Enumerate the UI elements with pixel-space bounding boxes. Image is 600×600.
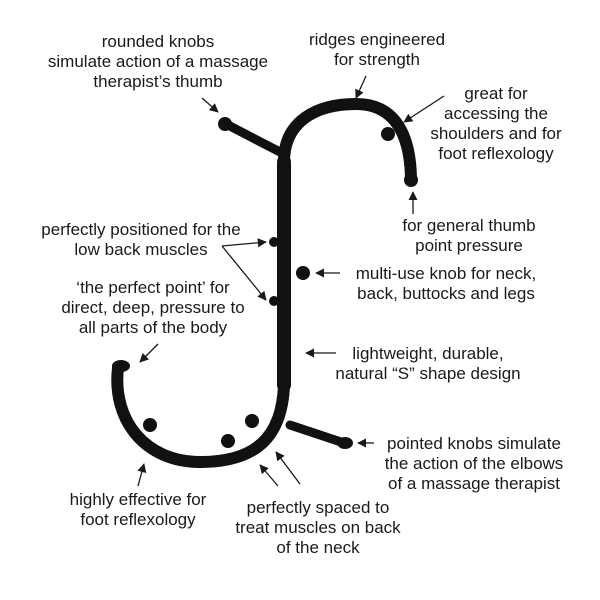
arrow-perfect-point [139, 343, 159, 363]
upper-arm [221, 119, 285, 157]
knob-upper-arm-end [218, 117, 232, 131]
label-line: therapist’s thumb [93, 72, 223, 91]
label-line: pointed knobs simulate [387, 434, 561, 453]
label-neck-spacing: perfectly spaced to treat muscles on bac… [226, 498, 410, 558]
knob-shaft-upper-left [269, 237, 279, 247]
s-shaped-massage-tool [111, 97, 417, 469]
label-line: perfectly positioned for the [41, 220, 241, 239]
arrow-shoulders [403, 95, 445, 123]
label-line: highly effective for [69, 490, 207, 509]
label-line: for strength [334, 50, 420, 69]
arrow-low-back-1 [221, 238, 267, 248]
label-line: the action of the elbows [384, 454, 564, 473]
arrow-rounded-knobs [201, 97, 219, 113]
knob-lower-arm-end [337, 437, 353, 449]
knob-lower-hook-tip [112, 360, 130, 372]
label-line: of the neck [276, 538, 360, 557]
label-line: all parts of the body [78, 318, 228, 337]
label-line: natural “S” shape design [335, 364, 521, 383]
knob-lower-hook-3 [245, 414, 259, 428]
label-line: shoulders and for [430, 124, 562, 143]
label-shoulders: great for accessing the shoulders and fo… [420, 84, 572, 164]
upper-hook [278, 97, 417, 184]
label-low-back: perfectly positioned for the low back mu… [28, 220, 254, 260]
label-thumb-point: for general thumb point pressure [394, 216, 544, 256]
label-line: simulate action of a massage [47, 52, 269, 71]
label-line: lightweight, durable, [352, 344, 504, 363]
arrow-foot-reflexology [137, 463, 147, 487]
label-perfect-point: ‘the perfect point’ for direct, deep, pr… [50, 278, 256, 338]
label-line: perfectly spaced to [246, 498, 390, 517]
label-pointed-knobs: pointed knobs simulate the action of the… [374, 434, 574, 494]
arrow-neck-spacing-2 [275, 451, 301, 485]
callout-arrows [137, 75, 445, 487]
label-line: treat muscles on back [235, 518, 401, 537]
knob-shaft-lower-left [269, 296, 279, 306]
label-line: foot reflexology [80, 510, 196, 529]
knob-lower-hook-2 [221, 434, 235, 448]
label-line: ‘the perfect point’ for [76, 278, 230, 297]
label-line: rounded knobs [101, 32, 215, 51]
arrow-low-back-2 [221, 245, 267, 301]
label-line: direct, deep, pressure to [61, 298, 245, 317]
knob-upper-hook-inner [381, 127, 395, 141]
label-multi-use: multi-use knob for neck, back, buttocks … [344, 264, 548, 304]
label-lightweight: lightweight, durable, natural “S” shape … [330, 344, 526, 384]
label-line: great for [464, 84, 528, 103]
knob-lower-hook-1 [143, 418, 157, 432]
tool-knobs [112, 117, 418, 449]
label-foot-reflexology: highly effective for foot reflexology [58, 490, 218, 530]
knob-shaft-multi-use [296, 266, 310, 280]
label-line: of a massage therapist [388, 474, 560, 493]
lower-hook [111, 362, 290, 469]
label-line: accessing the [444, 104, 548, 123]
label-line: for general thumb [402, 216, 536, 235]
label-line: ridges engineered [308, 30, 446, 49]
label-rounded-knobs: rounded knobs simulate action of a massa… [40, 32, 276, 92]
label-line: foot reflexology [438, 144, 554, 163]
lower-arm [285, 420, 349, 448]
arrow-neck-spacing-1 [259, 464, 279, 487]
label-ridges: ridges engineered for strength [302, 30, 452, 70]
label-line: multi-use knob for neck, [355, 264, 537, 283]
label-line: point pressure [415, 236, 523, 255]
label-line: back, buttocks and legs [357, 284, 535, 303]
arrow-ridges [355, 75, 367, 99]
label-line: low back muscles [74, 240, 208, 259]
knob-upper-hook-tip [404, 173, 418, 187]
